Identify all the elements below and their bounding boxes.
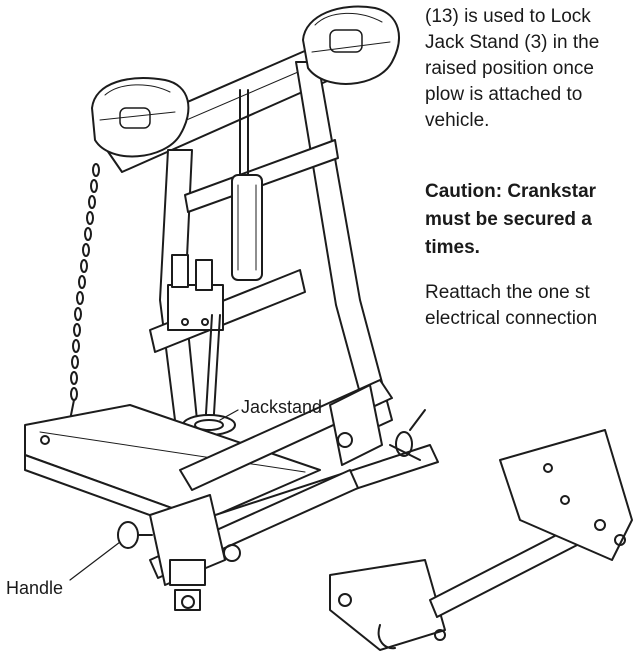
text-line: (13) is used to Lock (425, 6, 591, 27)
jackstand-leader (219, 409, 239, 421)
handle-ring (117, 521, 153, 549)
text-line: electrical connection (425, 308, 598, 329)
instruction-paragraph-1: (13) is used to Lock Jack Stand (3) in t… (425, 4, 599, 134)
right-bracket (329, 384, 383, 466)
caution-line: times. (425, 237, 480, 258)
right-light-housing (302, 5, 400, 85)
hitch-assembly (149, 494, 241, 611)
text-line: Jack Stand (3) in the (425, 32, 600, 53)
callout-handle: Handle (6, 578, 64, 598)
text-line: plow is attached to (425, 84, 583, 105)
caution-line: must be secured a (425, 209, 592, 230)
vehicle-mount-bar (329, 429, 633, 651)
valve-block (167, 254, 224, 331)
instruction-text-column: (13) is used to Lock Jack Stand (3) in t… (425, 0, 634, 657)
cross-brace-upper (184, 139, 339, 213)
pivot-pin (389, 409, 426, 461)
callout-jackstand: Jackstand (241, 397, 323, 417)
caution-note: Caution: Crankstar must be secured a tim… (425, 178, 596, 262)
text-line: raised position once (425, 58, 594, 79)
handle-leader (69, 541, 121, 581)
a-frame-back-leg (295, 61, 393, 431)
instruction-paragraph-2: Reattach the one st electrical connectio… (425, 280, 597, 332)
hydraulic-cylinder (231, 89, 263, 281)
safety-chain (69, 163, 100, 421)
text-line: vehicle. (425, 110, 490, 131)
cross-brace-lower (149, 269, 306, 353)
text-line: Reattach the one st (425, 282, 590, 303)
caution-line: Caution: Crankstar (425, 181, 597, 202)
left-light-housing (91, 77, 190, 158)
